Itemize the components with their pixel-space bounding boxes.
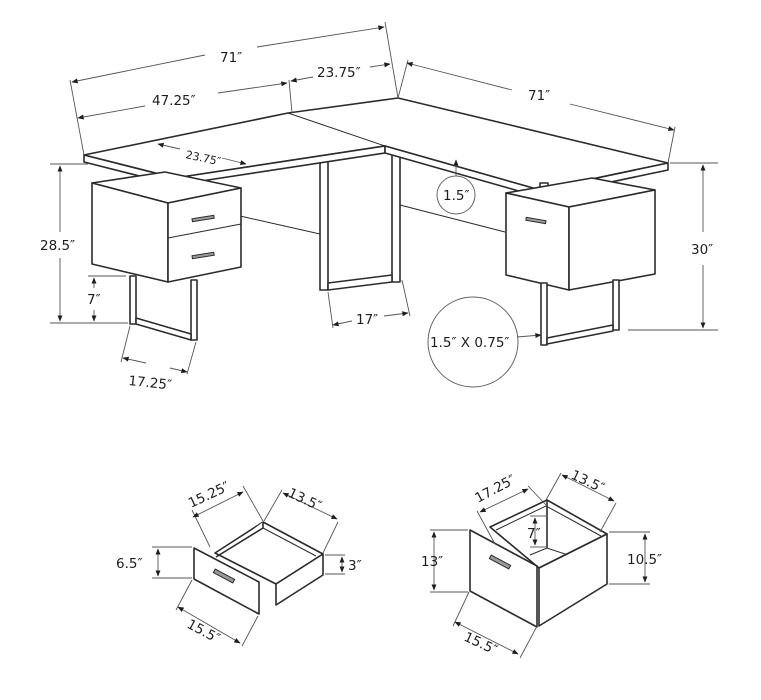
return-overlap-width-label: 23.75″ xyxy=(317,65,361,81)
file-drawer-inner-depth-label: 7″ xyxy=(527,526,541,542)
small-drawer-front-height-label: 6.5″ xyxy=(116,556,143,572)
return-length-label: 71″ xyxy=(528,88,550,104)
file-drawer-front-height-label: 13″ xyxy=(421,554,443,570)
center-leg-depth-label: 17″ xyxy=(356,312,378,328)
left-leg-depth-label: 17.25″ xyxy=(128,373,173,393)
file-drawer-inner-length-label: 17.25″ xyxy=(472,472,518,507)
desk-illustration xyxy=(83,97,669,346)
file-drawer-front-handle xyxy=(488,554,512,570)
center-leg-frame xyxy=(319,149,401,291)
leg-clearance-label: 7″ xyxy=(87,292,101,308)
file-drawer-outer-width-label: 15.5″ xyxy=(461,629,500,658)
drawer-handle-bottom xyxy=(191,251,215,260)
right-height-label: 30″ xyxy=(691,242,713,258)
small-drawer-outer-width-label: 15.5″ xyxy=(184,616,223,647)
right-modesty-panel xyxy=(399,204,506,233)
small-drawer-illustration xyxy=(193,521,324,615)
file-drawer-side-height-label: 10.5″ xyxy=(627,552,662,568)
right-file-pedestal xyxy=(505,177,656,346)
leg-profile-label: 1.5″ X 0.75″ xyxy=(430,335,509,351)
file-drawer-handle xyxy=(525,216,547,225)
file-drawer-inner-width-label: 13.5″ xyxy=(568,467,607,496)
left-section-width-label: 47.25″ xyxy=(152,93,196,109)
left-height-label: 28.5″ xyxy=(40,238,75,254)
left-drawer-pedestal xyxy=(91,171,242,341)
file-drawer-illustration xyxy=(469,499,608,628)
overall-width-label: 71″ xyxy=(220,50,242,66)
top-thickness-callout xyxy=(436,175,476,215)
small-drawer-inner-length-label: 15.25″ xyxy=(186,479,232,512)
top-thickness-label: 1.5″ xyxy=(443,188,470,204)
left-modesty-panel xyxy=(239,215,321,235)
leg-profile-callout xyxy=(427,296,519,388)
desk-dimensions: 71″ 47.25″ 23.75″ 71″ 23.75″ 28.5″ 7″ xyxy=(40,21,718,394)
small-drawer-handle xyxy=(212,568,236,584)
small-drawer-inner-width-label: 13.5″ xyxy=(285,485,324,514)
small-drawer-side-height-label: 3″ xyxy=(348,558,362,574)
drawer-handle-top xyxy=(191,214,215,223)
